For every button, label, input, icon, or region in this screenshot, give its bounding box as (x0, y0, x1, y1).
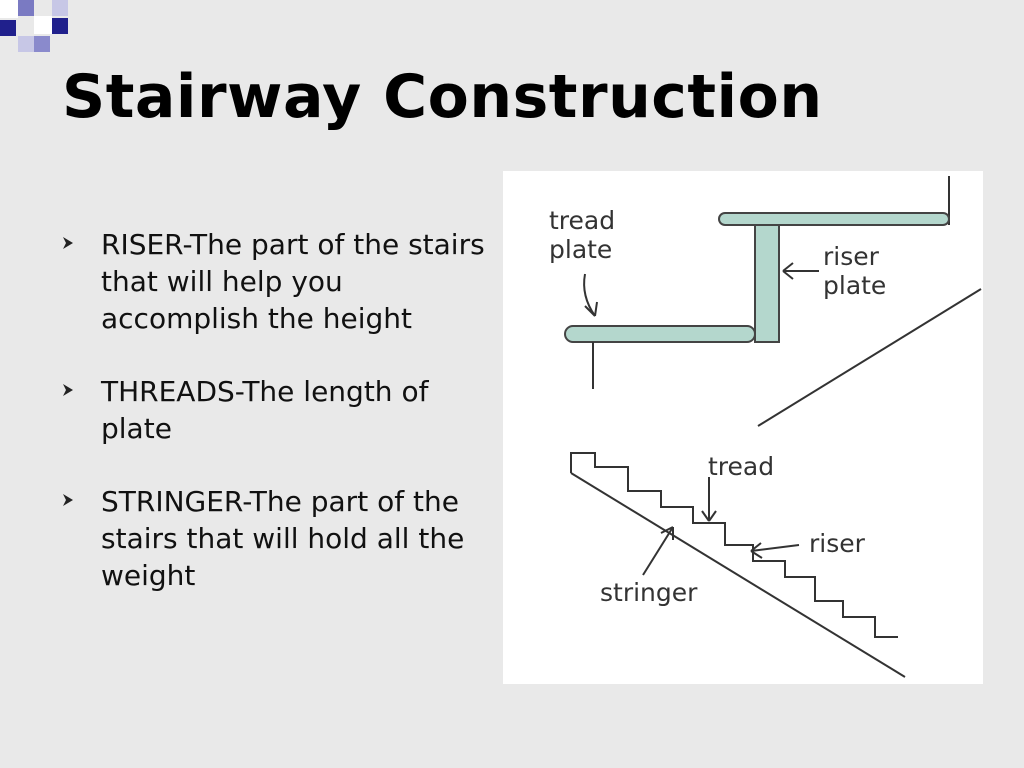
bullet-riser: RISER-The part of the stairs that will h… (62, 226, 502, 337)
riser-arrow-icon (750, 542, 800, 559)
tread-arrow-icon (701, 477, 717, 522)
tread-label: tread (708, 452, 774, 481)
tread-plate-label-line1: tread (549, 206, 615, 235)
bullet-text: RISER-The part of the stairs that will h… (101, 228, 485, 335)
riser-plate-label-line1: riser (823, 242, 880, 271)
bottom-diagram: tread riser stringer (570, 452, 906, 678)
bullet-text: THREADS-The length of plate (101, 375, 429, 445)
upper-tread-plate (718, 212, 950, 226)
stringer-label: stringer (600, 578, 698, 607)
stair-steps (570, 452, 898, 638)
stringer-line (570, 472, 906, 678)
bullet-text: STRINGER-The part of the stairs that wil… (101, 485, 465, 592)
stair-diagram-figure: tread plate riser plate tread riser stri… (503, 171, 983, 684)
lower-tread-plate (564, 325, 756, 343)
bullet-threads: THREADS-The length of plate (62, 373, 502, 447)
stair-diagram: tread plate riser plate tread riser stri… (549, 176, 982, 678)
bullet-arrow-icon (63, 494, 73, 506)
bullet-stringer: STRINGER-The part of the stairs that wil… (62, 483, 502, 594)
bullet-list: RISER-The part of the stairs that will h… (62, 226, 502, 630)
slide-title: Stairway Construction (62, 62, 823, 132)
stringer-arrow-icon (642, 526, 674, 576)
riser-plate-label-line2: plate (823, 271, 886, 300)
riser-label: riser (809, 529, 866, 558)
tread-plate-label-line2: plate (549, 235, 612, 264)
riser-plate-arrow-icon (782, 262, 819, 280)
bullet-arrow-icon (63, 237, 73, 249)
top-diagram: tread plate riser plate (549, 176, 982, 427)
riser-plate (754, 224, 780, 343)
bullet-arrow-icon (63, 384, 73, 396)
